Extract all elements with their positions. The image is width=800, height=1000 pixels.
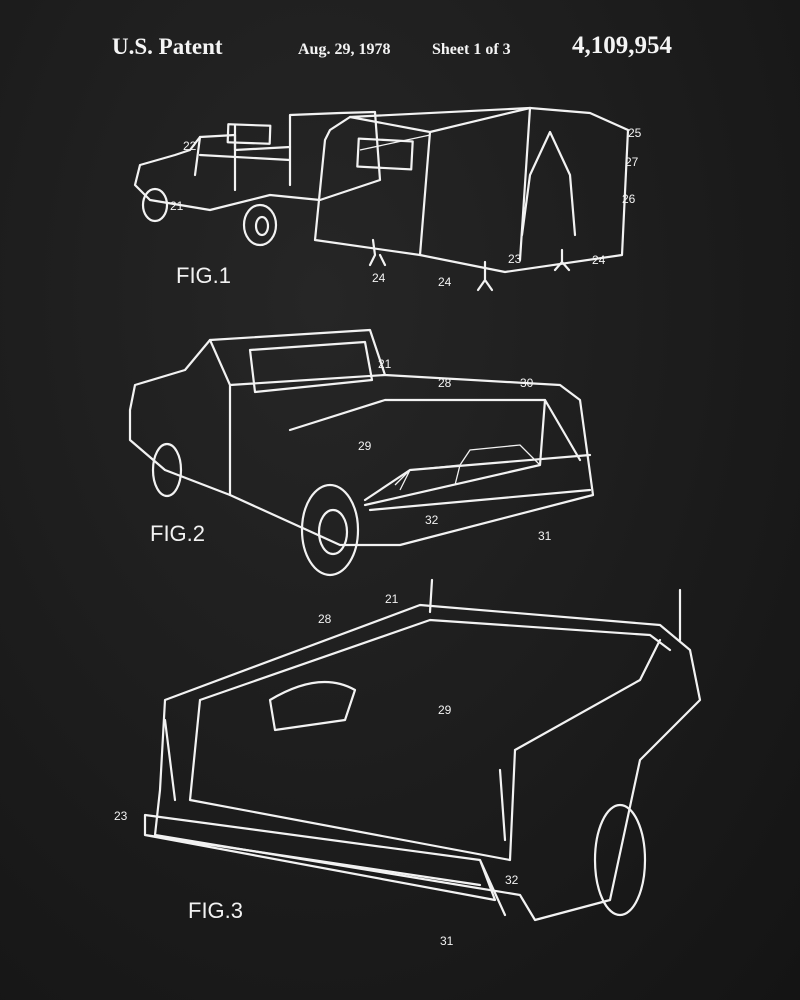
ref-label: 31 bbox=[538, 529, 552, 543]
ref-label: 22 bbox=[183, 139, 197, 153]
ref-label: 21 bbox=[378, 357, 392, 371]
ref-label: 32 bbox=[425, 513, 439, 527]
figure-3-pickup-bed-extended: 21 28 29 23 32 31 FIG.3 bbox=[114, 578, 702, 948]
ref-label: 21 bbox=[170, 199, 184, 213]
patent-title: U.S. Patent bbox=[112, 34, 223, 59]
ref-label: 27 bbox=[625, 155, 639, 169]
ref-label: 23 bbox=[508, 252, 522, 266]
figure-2-pickup-bed-floor: 21 28 30 29 32 31 FIG.2 bbox=[128, 328, 595, 577]
figure-label: FIG.2 bbox=[150, 521, 205, 546]
ref-label: 26 bbox=[622, 192, 636, 206]
figure-1-truck-camper-tent: 22 21 25 27 26 23 24 24 24 FIG.1 bbox=[133, 106, 642, 292]
ref-label: 28 bbox=[438, 376, 452, 390]
ref-label: 24 bbox=[592, 253, 606, 267]
ref-label: 23 bbox=[114, 809, 128, 823]
figure-label: FIG.1 bbox=[176, 263, 231, 288]
patent-date: Aug. 29, 1978 bbox=[298, 41, 391, 58]
ref-label: 24 bbox=[372, 271, 386, 285]
ref-label: 32 bbox=[505, 873, 519, 887]
sheet-number: Sheet 1 of 3 bbox=[432, 41, 511, 58]
figure-label: FIG.3 bbox=[188, 898, 243, 923]
ref-label: 29 bbox=[358, 439, 372, 453]
ref-label: 31 bbox=[440, 934, 454, 948]
ref-label: 21 bbox=[385, 592, 399, 606]
ref-label: 25 bbox=[628, 126, 642, 140]
ref-label: 24 bbox=[438, 275, 452, 289]
ref-label: 30 bbox=[520, 376, 534, 390]
patent-number: 4,109,954 bbox=[572, 32, 672, 59]
ref-label: 29 bbox=[438, 703, 452, 717]
ref-label: 28 bbox=[318, 612, 332, 626]
